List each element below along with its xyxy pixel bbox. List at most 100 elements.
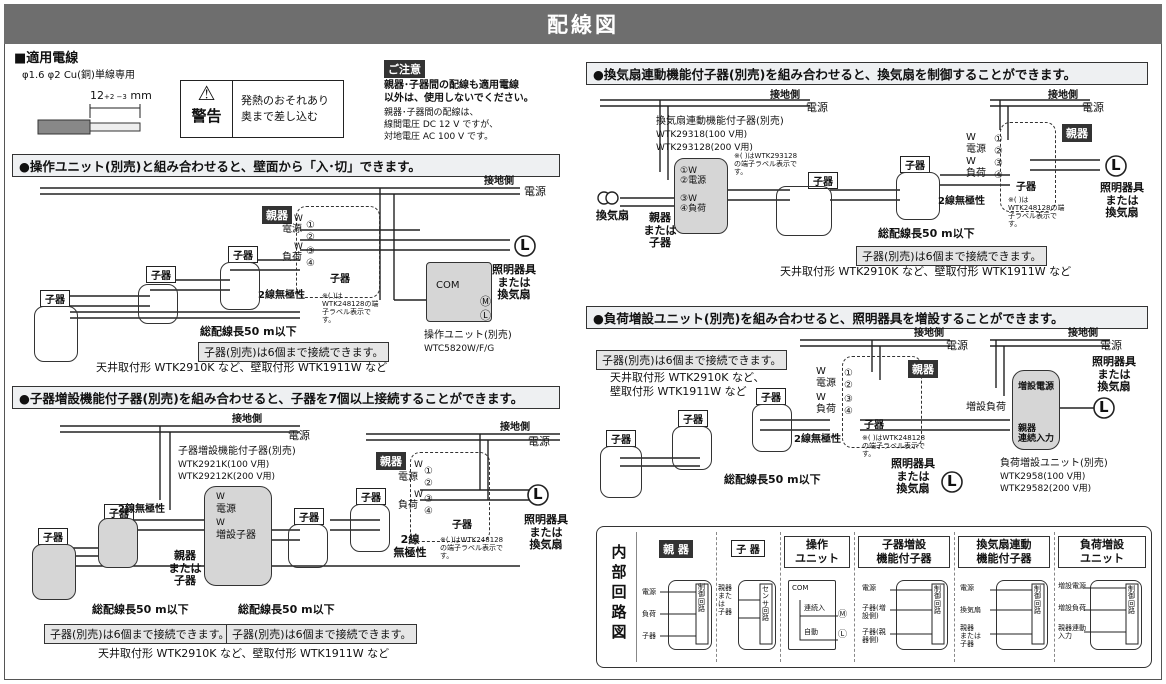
s2-mount: 天井取付形 WTK2910K など、壁取付形 WTK1911W など <box>98 647 390 660</box>
ic-la-power: 増設電源 <box>1058 582 1086 590</box>
s4-parent-device <box>842 356 922 448</box>
section2-header: ●子器増設機能付子器(別売)を組み合わせると、子器を7個以上接続することができま… <box>12 386 560 409</box>
s2-label-note: ※( )はWTK248128の端子ラベル表示です。 <box>440 536 504 561</box>
internal-cell-load-add: 負荷増設 ユニット <box>1058 536 1146 568</box>
ic-control-auto: 自動 <box>804 628 818 636</box>
s4-link-input: 親器連続入力 <box>1018 424 1055 445</box>
warning-text-1: 発熱のおそれあり <box>241 94 329 107</box>
s1-max6: 子器(別売)は6個まで接続できます。 <box>198 342 390 362</box>
s2-length-1: 総配線長50 m以下 <box>92 603 189 616</box>
s4-ground-label-2: 接地側 <box>1068 328 1098 339</box>
internal-divider-0 <box>636 532 637 662</box>
s4-unit-model-1: WTK2958(100 V用) <box>1000 472 1086 482</box>
s3-parent-or-child: 親器または子器 <box>643 211 677 250</box>
page-title: 配線図 <box>4 4 1162 44</box>
ic-la-link: 親器連動入力 <box>1058 624 1086 641</box>
s2-w1: W <box>216 492 225 502</box>
s2-p-load: 負荷 <box>398 500 418 511</box>
s2-lamp-symbol: L <box>533 485 543 503</box>
s1-child-tag-2: 子器 <box>146 266 176 283</box>
s4-power-label-2: 電源 <box>1100 339 1122 352</box>
s1-child-device-3 <box>34 306 78 362</box>
section1-header: ●操作ユニット(別売)と組み合わせると、壁面から「入･切」できます。 <box>12 154 560 177</box>
ic-load-add-box <box>1090 580 1142 650</box>
s1-power-label: 電源 <box>524 185 546 198</box>
s1-w2: W <box>294 242 303 252</box>
s2-pw2: W <box>414 490 423 500</box>
s2-child-device-5 <box>350 504 390 552</box>
s3-ground-label-2: 接地側 <box>1048 90 1078 101</box>
s1-m-terminal: Ⓜ <box>480 295 491 308</box>
s1-terminal-power: 電源 <box>282 224 302 235</box>
s4-mount-b: 壁取付形 WTK1911W など <box>610 385 747 398</box>
s2-max6-2: 子器(別売)は6個まで接続できます。 <box>226 624 418 644</box>
s3-max6: 子器(別売)は6個まで接続できます。 <box>856 246 1048 266</box>
ic-ca-child-add: 子器(増設側) <box>862 604 886 621</box>
internal-divider-4 <box>954 532 955 662</box>
s2-child-device-1 <box>32 544 76 600</box>
s1-l-terminal: Ⓛ <box>480 309 491 322</box>
s3-parent-device <box>1000 122 1056 212</box>
ic-fan-box <box>996 580 1048 650</box>
s3-ground-label-1: 接地側 <box>770 90 800 101</box>
caution-label: ご注意 <box>384 60 425 78</box>
s4-max6: 子器(別売)は6個まで接続できます。 <box>596 350 788 370</box>
s2-power-label-2: 電源 <box>528 435 550 448</box>
s4-lamp-symbol-2: L <box>1099 398 1109 416</box>
s4-add-power: 増設電源 <box>1018 382 1055 392</box>
s2-ground-label-1: 接地側 <box>232 414 262 425</box>
s4-ground-label-1: 接地側 <box>914 328 944 339</box>
internal-divider-3 <box>854 532 855 662</box>
ic-child-label: 親器または子器 <box>718 584 732 617</box>
s1-label-note: ※( )はWTK248128の端子ラベル表示です。 <box>322 292 379 325</box>
caution-text-5: 対地電圧 AC 100 V です。 <box>384 132 494 142</box>
s1-unit-model: WTC5820W/F/G <box>424 344 495 354</box>
s2-terminal-add: 増設子器 <box>216 530 256 541</box>
ic-control-box <box>788 580 836 650</box>
s2-w2: W <box>216 518 225 528</box>
s3-length: 総配線長50 m以下 <box>878 227 975 240</box>
s4-p-child: 子器 <box>864 420 884 431</box>
warning-text-2: 奥まで差し込む <box>241 110 318 123</box>
s2-parent-label: 親器 <box>376 452 406 470</box>
s3-label-note-2: ※( )はWTK293128の端子ラベル表示です。 <box>734 152 798 177</box>
ic-ca-child-parent: 子器(親器側) <box>862 628 886 645</box>
internal-circuit-panel <box>596 526 1152 668</box>
ic-la-load: 増設負荷 <box>1058 604 1086 612</box>
s4-two-wire: 2線無極性 <box>794 434 841 445</box>
s4-child-device-1 <box>752 404 792 452</box>
internal-title: 内部回路図 <box>611 543 627 641</box>
s4-label-note: ※( )はWTK248128の端子ラベル表示です。 <box>862 434 926 459</box>
s4-parent-label: 親器 <box>908 360 938 378</box>
s1-child-device-2 <box>138 284 178 324</box>
internal-divider-2 <box>780 532 781 662</box>
ic-parent-child: 子器 <box>642 632 656 640</box>
s3-model-2: WTK293128(200 V用) <box>656 143 753 153</box>
warning-triangle-icon: ⚠ <box>197 81 216 105</box>
s2-child-device-4 <box>288 524 328 568</box>
s2-child-device-2 <box>98 518 138 568</box>
s2-length-2: 総配線長50 m以下 <box>238 603 335 616</box>
s2-parent-device <box>410 452 490 542</box>
s4-load-add-unit <box>1012 370 1060 450</box>
s1-w1: W <box>294 214 303 224</box>
ic-child-add-box <box>896 580 948 650</box>
s1-unit-name: 操作ユニット(別売) <box>424 330 512 341</box>
s3-load-label: 照明器具または換気扇 <box>1100 181 1144 220</box>
s2-terminal-power: 電源 <box>216 504 236 515</box>
s3-power-label-2: 電源 <box>1082 101 1104 114</box>
ic-la-ctrl: 制御回路 <box>1128 585 1135 616</box>
ic-parent-load: 負荷 <box>642 610 656 618</box>
section3-header: ●換気扇連動機能付子器(別売)を組み合わせると、換気扇を制御することができます。 <box>586 62 1148 85</box>
